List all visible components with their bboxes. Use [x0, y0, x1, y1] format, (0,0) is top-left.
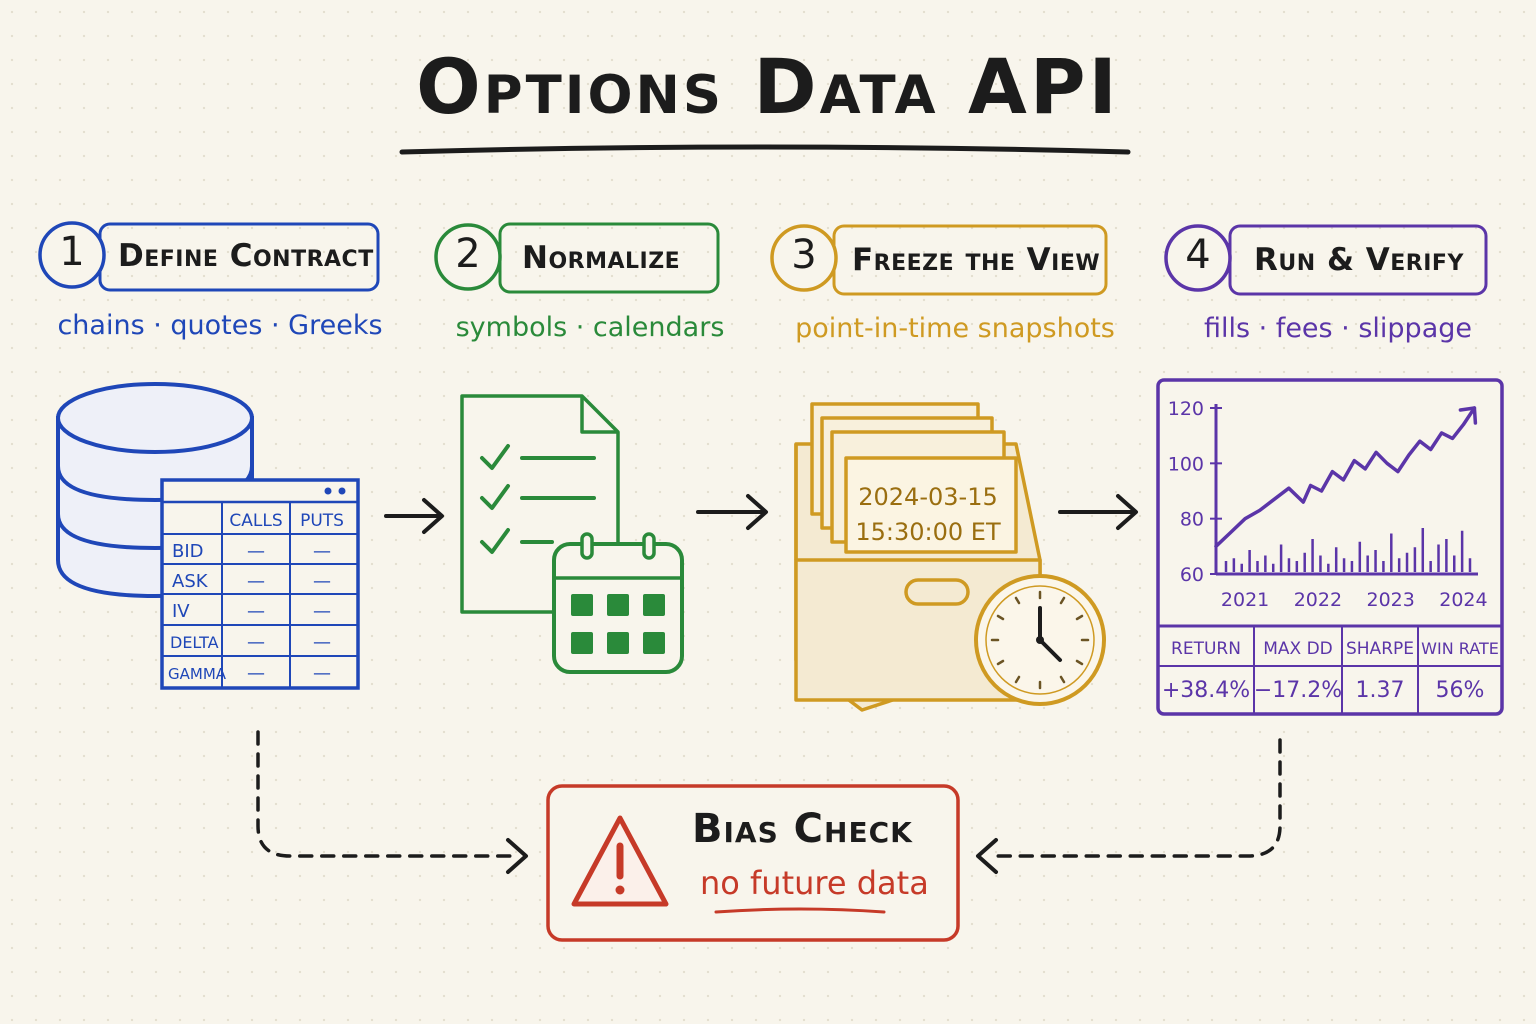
cell-gamma-puts: —	[313, 663, 331, 684]
arrowhead-right-icon	[506, 838, 528, 874]
x-tick-label: 2023	[1366, 589, 1414, 611]
step-2-header	[434, 222, 720, 294]
step-1-subtitle: chains · quotes · Greeks	[57, 310, 383, 341]
cell-bid-calls: —	[247, 541, 265, 562]
step-3-header	[770, 224, 1108, 296]
dashed-connector-right	[992, 738, 1282, 858]
metric-value-sharpe: 1.37	[1356, 678, 1405, 703]
arrow-right-icon	[1058, 494, 1138, 530]
warning-icon	[571, 815, 669, 907]
y-tick-label: 60	[1180, 564, 1204, 586]
calendar-icon	[552, 532, 684, 674]
step-2-label: Normalize	[522, 240, 681, 276]
metric-header-win-rate: WIN RATE	[1421, 639, 1499, 658]
step-4-label: Run & Verify	[1254, 242, 1464, 278]
cell-bid-puts: —	[313, 541, 331, 562]
row-label-delta: DELTA	[170, 633, 219, 652]
performance-chart: 120 100 80 60 2021 2022 2023 2024	[1168, 398, 1488, 611]
quote-table: CALLS PUTS BID ASK IV DELTA GAMMA — — — …	[160, 478, 360, 690]
arrow-right-icon	[384, 498, 444, 534]
step-3-label: Freeze the View	[852, 242, 1101, 278]
cell-delta-calls: —	[247, 632, 265, 653]
metric-header-sharpe: SHARPE	[1346, 639, 1414, 659]
clock-icon	[974, 574, 1106, 706]
y-tick-label: 120	[1168, 398, 1204, 420]
bias-subtitle-underline	[714, 907, 886, 914]
backtest-panel	[1156, 378, 1504, 716]
bias-check-subtitle: no future data	[700, 864, 929, 902]
x-tick-label: 2021	[1221, 589, 1269, 611]
row-label-iv: IV	[172, 601, 190, 622]
y-tick-label: 100	[1168, 453, 1204, 475]
row-label-bid: BID	[172, 541, 204, 562]
col-header-calls: CALLS	[229, 511, 282, 531]
step-4-number: 4	[1185, 232, 1211, 278]
step-4-header	[1164, 224, 1488, 296]
step-3-subtitle: point-in-time snapshots	[795, 313, 1115, 344]
arrow-right-icon	[696, 494, 768, 530]
metric-header-max-dd: MAX DD	[1263, 639, 1333, 659]
page-title: Options Data API	[416, 42, 1120, 131]
title-underline	[399, 144, 1131, 155]
cell-ask-puts: —	[313, 571, 331, 592]
equity-curve-line	[1214, 406, 1477, 549]
file-box-icon	[794, 402, 1042, 712]
row-label-gamma: GAMMA	[168, 665, 227, 683]
step-4-subtitle: fills · fees · slippage	[1203, 313, 1472, 344]
snapshot-time: 15:30:00 ET	[855, 518, 1001, 546]
col-header-puts: PUTS	[300, 511, 344, 531]
arrowhead-left-icon	[976, 838, 998, 874]
step-3-number: 3	[791, 232, 817, 278]
metric-value-return: +38.4%	[1162, 678, 1250, 703]
y-tick-label: 80	[1180, 509, 1204, 531]
metric-value-win-rate: 56%	[1436, 678, 1485, 703]
step-2-subtitle: symbols · calendars	[455, 312, 725, 343]
cell-ask-calls: —	[247, 571, 265, 592]
step-1-label: Define Contract	[118, 238, 374, 274]
x-tick-label: 2022	[1294, 589, 1342, 611]
cell-gamma-calls: —	[247, 663, 265, 684]
snapshot-date: 2024-03-15	[858, 483, 997, 511]
metrics-table: RETURN MAX DD SHARPE WIN RATE +38.4% −17…	[1162, 639, 1499, 703]
cell-iv-calls: —	[247, 601, 265, 622]
step-1-number: 1	[59, 229, 85, 275]
cell-iv-puts: —	[313, 601, 331, 622]
row-label-ask: ASK	[172, 571, 209, 592]
x-tick-label: 2024	[1439, 589, 1487, 611]
dashed-connector-left	[256, 730, 514, 858]
trend-arrowhead	[1458, 406, 1478, 425]
metric-value-max-dd: −17.2%	[1254, 678, 1342, 703]
metric-header-return: RETURN	[1171, 639, 1241, 659]
step-1-header	[38, 221, 380, 292]
step-2-number: 2	[455, 231, 481, 277]
cell-delta-puts: —	[313, 632, 331, 653]
bias-check-title: Bias Check	[692, 806, 913, 852]
